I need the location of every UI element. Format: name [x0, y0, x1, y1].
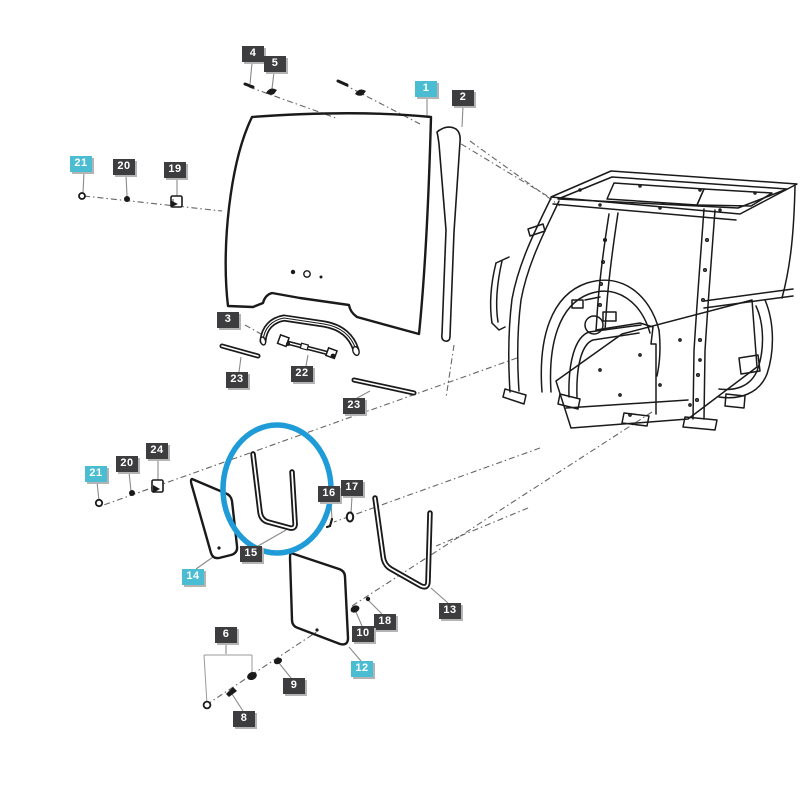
windshield-mount-ring	[303, 270, 311, 278]
glass-run-channel-15	[250, 451, 298, 531]
part-label-19[interactable]: 19	[164, 162, 186, 178]
side-glass-large	[288, 551, 350, 646]
part-label-1[interactable]: 1	[415, 81, 437, 97]
screw-pin-4	[243, 82, 255, 89]
upper-seal-arch	[259, 314, 360, 357]
part-label-21b[interactable]: 21	[85, 466, 107, 482]
part-label-3[interactable]: 3	[217, 312, 239, 328]
grommet-21a	[78, 192, 86, 200]
highlight-circle	[220, 422, 334, 556]
part-label-20a[interactable]: 20	[113, 159, 135, 175]
part-label-6[interactable]: 6	[215, 627, 237, 643]
grommet-10	[350, 605, 360, 613]
fasteners	[78, 79, 371, 710]
part-label-15[interactable]: 15	[240, 546, 262, 562]
plug-20b	[129, 490, 135, 496]
pin-16	[325, 517, 334, 529]
grommet-21b	[94, 498, 104, 508]
part-label-23a[interactable]: 23	[226, 372, 248, 388]
part-label-21a[interactable]: 21	[70, 156, 92, 172]
part-label-18[interactable]: 18	[374, 614, 396, 630]
dashed-alignment-lines	[83, 83, 653, 706]
screw-pin-right	[336, 79, 349, 87]
part-label-16[interactable]: 16	[318, 486, 340, 502]
glass-run-channel-13	[372, 495, 433, 590]
side-glass-small	[189, 477, 239, 560]
grab-handle	[276, 333, 339, 360]
trim-strip-right	[351, 377, 417, 396]
windshield-mount-dot2	[319, 275, 323, 279]
part-label-5[interactable]: 5	[264, 56, 286, 72]
clip-19	[170, 195, 183, 208]
clip-17	[345, 511, 355, 523]
part-label-4[interactable]: 4	[242, 46, 264, 62]
clip-5	[266, 88, 277, 95]
part-label-14[interactable]: 14	[182, 569, 204, 585]
part-label-23b[interactable]: 23	[343, 398, 365, 414]
screw-8	[226, 687, 237, 697]
trim-strip-left	[219, 343, 261, 359]
part-label-17[interactable]: 17	[341, 480, 363, 496]
clip-9	[273, 657, 283, 665]
plug-20a	[124, 196, 130, 202]
part-label-24[interactable]: 24	[146, 443, 168, 459]
part-label-20b[interactable]: 20	[116, 456, 138, 472]
part-label-9[interactable]: 9	[283, 678, 305, 694]
cab-frame	[489, 170, 798, 431]
part-label-13[interactable]: 13	[439, 603, 461, 619]
part-label-2[interactable]: 2	[452, 90, 474, 106]
windshield-glass	[224, 112, 433, 336]
clip-right	[355, 89, 366, 96]
windshield-seal	[436, 126, 461, 342]
plug-mid	[247, 671, 257, 681]
ball-stud-6	[202, 700, 212, 710]
part-label-10[interactable]: 10	[352, 626, 374, 642]
part-label-12[interactable]: 12	[351, 661, 373, 677]
part-label-22[interactable]: 22	[291, 366, 313, 382]
label-leader-lines	[82, 62, 464, 712]
clip-24	[151, 479, 164, 493]
windshield-mount-dot	[290, 269, 296, 275]
pin-18	[365, 596, 371, 602]
part-label-8[interactable]: 8	[233, 711, 255, 727]
